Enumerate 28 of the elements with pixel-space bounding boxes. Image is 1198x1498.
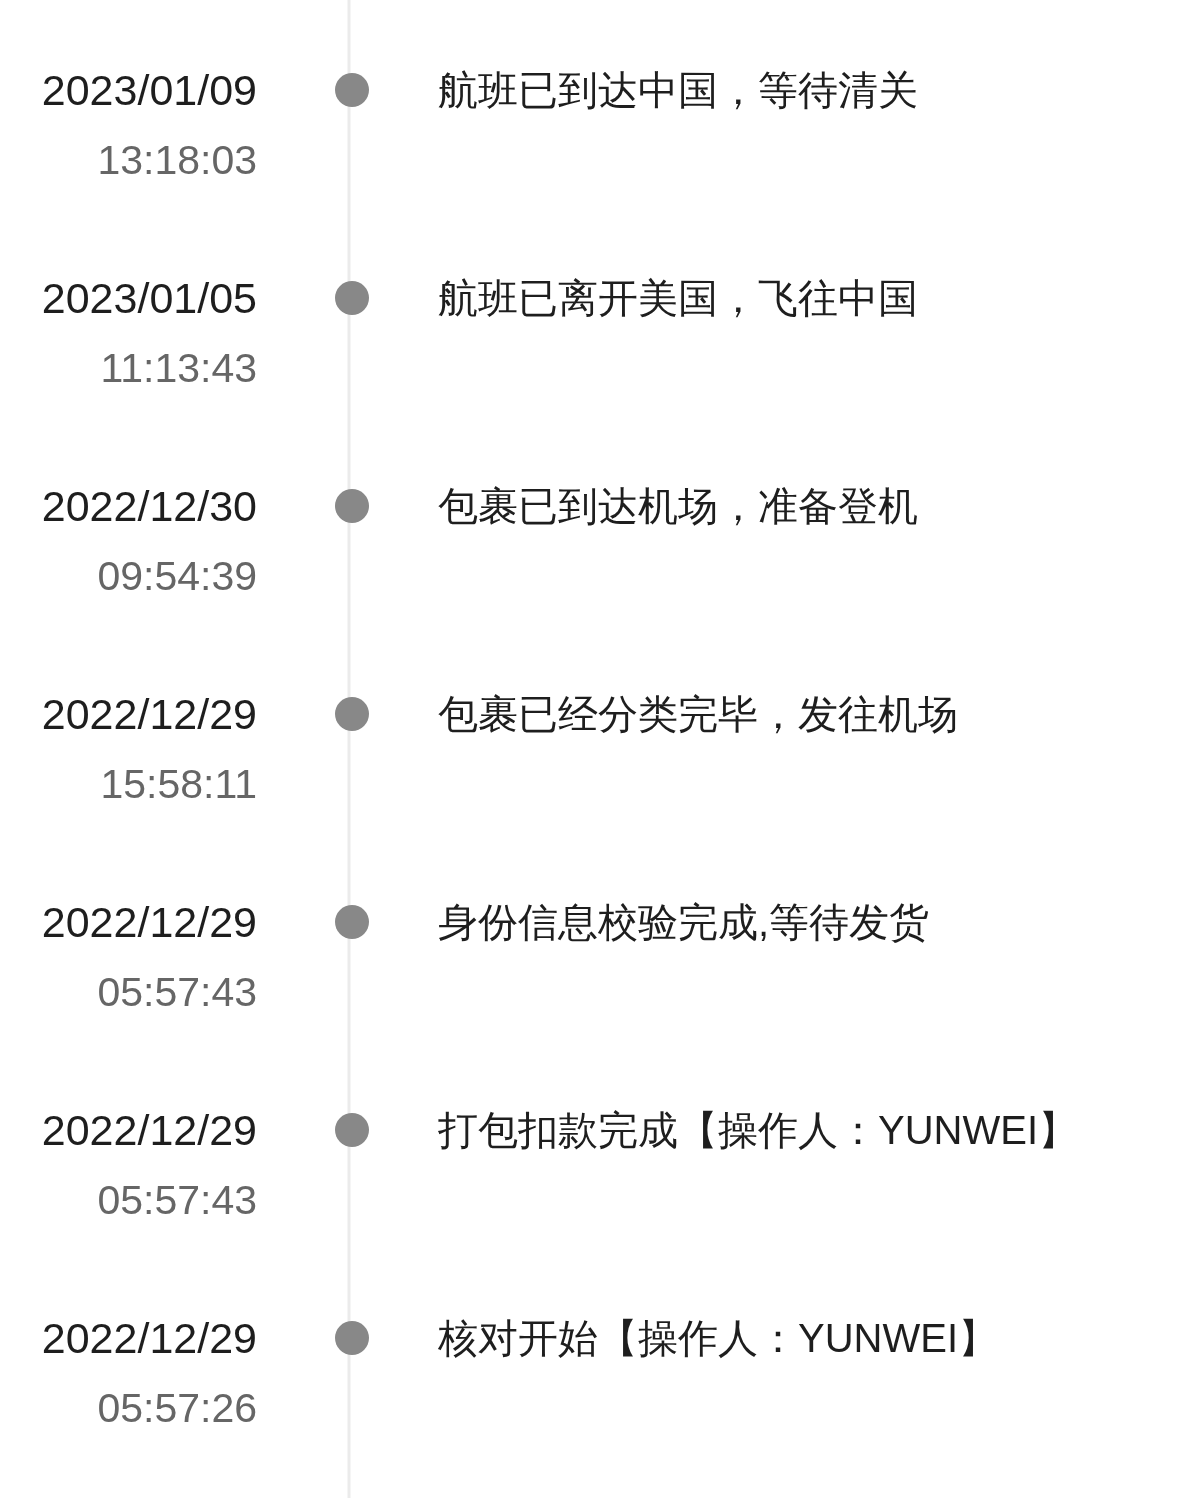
- event-description: 包裹已经分类完毕，发往机场: [438, 691, 958, 738]
- event-date: 2022/12/29: [40, 1105, 257, 1156]
- event-time: 09:54:39: [96, 552, 257, 601]
- event-time: 05:57:26: [96, 1384, 257, 1433]
- event-time: 15:58:11: [99, 760, 257, 809]
- event-date: 2022/12/29: [40, 689, 257, 740]
- event-date: 2023/01/05: [40, 273, 257, 324]
- timeline-dot: [335, 281, 369, 315]
- event-time: 11:13:43: [99, 344, 257, 393]
- event-date: 2023/01/09: [40, 65, 257, 116]
- event-date: 2022/12/29: [40, 1313, 257, 1364]
- event-description: 航班已到达中国，等待清关: [438, 67, 918, 114]
- timeline-dot: [335, 697, 369, 731]
- timeline-dot: [335, 73, 369, 107]
- event-description: 核对开始【操作人：YUNWEI】: [438, 1315, 998, 1362]
- event-date: 2022/12/29: [40, 897, 257, 948]
- timeline-dot: [335, 905, 369, 939]
- event-description: 打包扣款完成【操作人：YUNWEI】: [438, 1107, 1078, 1154]
- event-time: 05:57:43: [96, 968, 257, 1017]
- event-description: 航班已离开美国，飞往中国: [438, 275, 918, 322]
- event-description: 包裹已到达机场，准备登机: [438, 483, 918, 530]
- timeline-dot: [335, 1321, 369, 1355]
- event-description: 身份信息校验完成,等待发货: [438, 899, 930, 946]
- timeline-dot: [335, 489, 369, 523]
- event-time: 13:18:03: [96, 136, 257, 185]
- event-time: 05:57:43: [96, 1176, 257, 1225]
- timeline-dot: [335, 1113, 369, 1147]
- event-date: 2022/12/30: [40, 481, 257, 532]
